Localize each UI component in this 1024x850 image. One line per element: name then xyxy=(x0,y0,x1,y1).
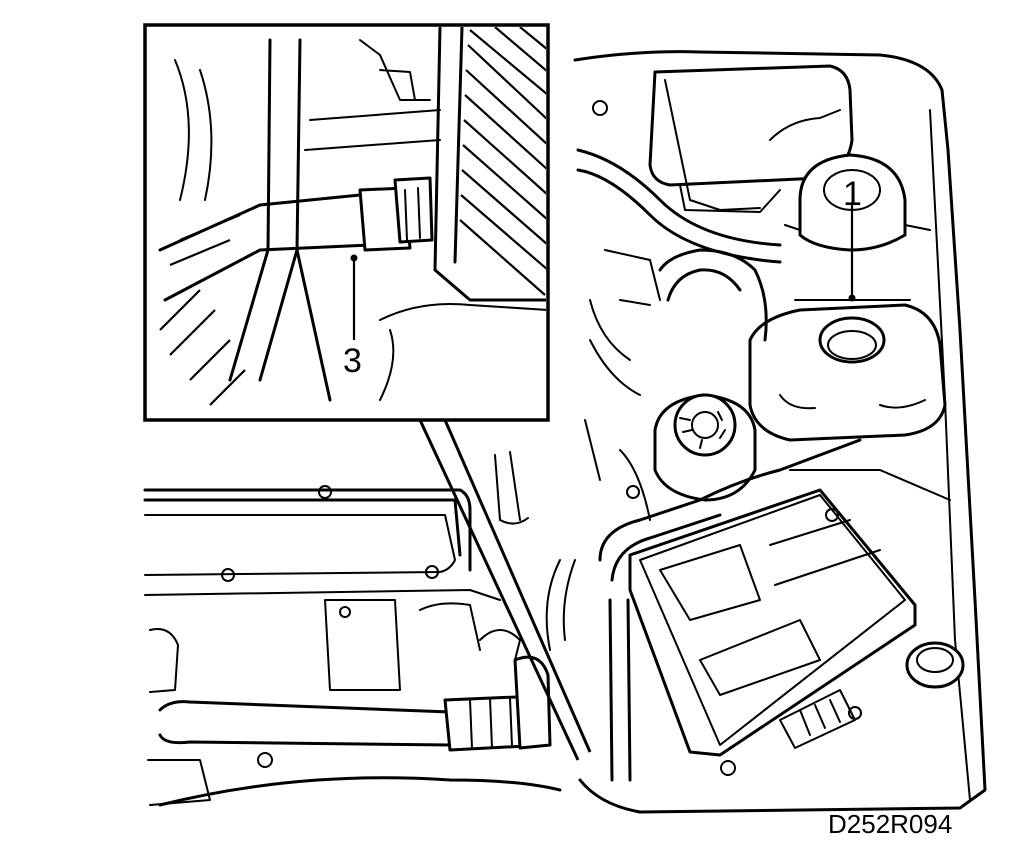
intake-pipe xyxy=(158,655,552,768)
washer-fluid-cap xyxy=(905,641,965,689)
hoses-and-pipes xyxy=(576,148,951,782)
inset-detail: 3 xyxy=(143,23,550,422)
bolt xyxy=(626,485,640,499)
bolt xyxy=(825,508,839,522)
bolt xyxy=(592,100,608,116)
callout-dot-3 xyxy=(350,254,358,262)
power-steering-reservoir xyxy=(653,393,757,502)
figure-reference: D252R094 xyxy=(828,809,952,839)
bolt xyxy=(848,706,862,720)
engine-bay-drawing xyxy=(143,50,987,814)
inset-leader-lines xyxy=(418,419,592,761)
lower-left-components xyxy=(147,451,576,807)
callout-label-3: 3 xyxy=(343,342,362,380)
bolt xyxy=(720,760,736,776)
inset-radiator xyxy=(433,27,546,302)
cam-cover xyxy=(143,485,501,601)
coolant-hose-3 xyxy=(158,176,434,302)
callout-1: 1 xyxy=(843,175,862,302)
callout-label-1: 1 xyxy=(843,175,862,213)
coolant-expansion-tank xyxy=(748,299,947,442)
